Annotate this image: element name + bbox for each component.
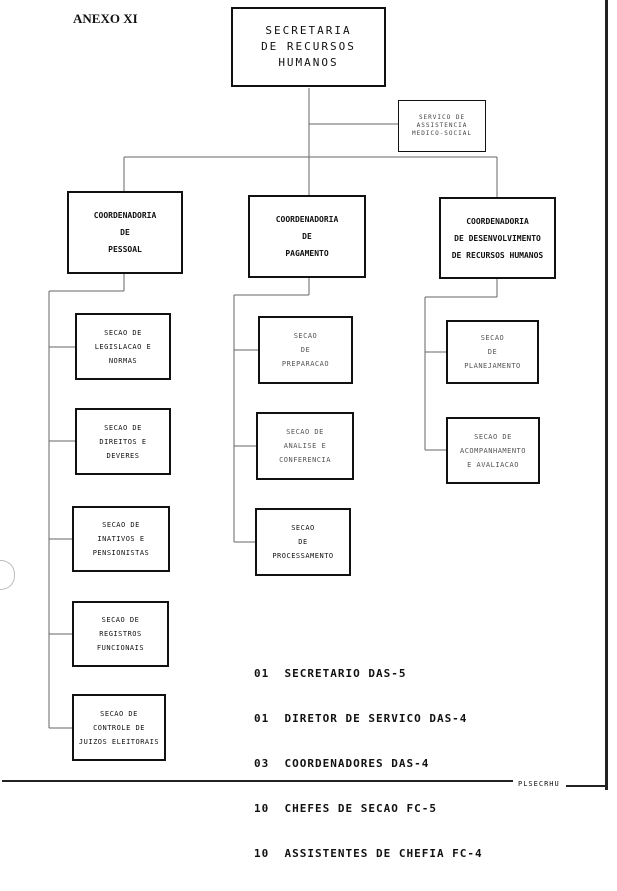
secao-planejamento-box: SECAO DE PLANEJAMENTO	[446, 320, 539, 384]
coordenadoria-pessoal-box: COORDENADORIA DE PESSOAL	[67, 191, 183, 274]
secretaria-line-3: HUMANOS	[278, 56, 339, 69]
coord-pagamento-line-2: DE	[302, 232, 312, 241]
legend-row: 01 SECRETARIO DAS-5	[254, 667, 407, 680]
p3-line-3: PROCESSAMENTO	[272, 552, 334, 560]
scan-hole-mark	[0, 560, 15, 590]
coord-desenv-line-1: COORDENADORIA	[466, 216, 529, 226]
p1-line-2: DE	[300, 346, 311, 354]
servico-line-3: MEDICO-SOCIAL	[412, 130, 472, 137]
coord-pessoal-line-3: PESSOAL	[108, 245, 142, 254]
d2-line-2: ACOMPANHAMENTO	[459, 446, 526, 455]
secretaria-line-1: SECRETARIA	[265, 24, 352, 37]
coord-pessoal-line-2: DE	[120, 228, 130, 237]
p2-line-2: ANALISE E	[283, 442, 327, 450]
s5-line-2: CONTROLE DE	[93, 723, 145, 732]
legend-row: 10 ASSISTENTES DE CHEFIA FC-4	[254, 847, 483, 860]
page: ANEXO XI	[0, 0, 608, 860]
bottom-border-rule	[2, 780, 513, 782]
bottom-border-rule-right	[566, 785, 606, 787]
d1-line-2: DE	[487, 348, 498, 356]
coord-pagamento-line-3: PAGAMENTO	[285, 249, 329, 258]
secretaria-line-2: DE RECURSOS	[261, 40, 356, 53]
coord-pagamento-line-1: COORDENADORIA	[275, 215, 339, 224]
d1-line-1: SECAO	[480, 334, 505, 342]
s4-line-1: SECAO DE	[101, 616, 140, 624]
servico-line-1: SERVICO DE	[418, 114, 466, 121]
s1-line-2: LEGISLACAO E	[94, 342, 152, 351]
p1-line-3: PREPARACAO	[281, 360, 330, 368]
secao-direitos-box: SECAO DE DIREITOS E DEVERES	[75, 408, 171, 475]
secao-registros-box: SECAO DE REGISTROS FUNCIONAIS	[72, 601, 169, 667]
coord-desenv-line-2: DE DESENVOLVIMENTO	[454, 233, 541, 243]
s2-line-3: DEVERES	[106, 451, 140, 460]
p3-line-1: SECAO	[291, 524, 315, 532]
coordenadoria-desenvolvimento-box: COORDENADORIA DE DESENVOLVIMENTO DE RECU…	[439, 197, 556, 279]
coordenadoria-pagamento-box: COORDENADORIA DE PAGAMENTO	[248, 195, 366, 278]
s3-line-2: INATIVOS E	[97, 535, 145, 543]
p1-line-1: SECAO	[293, 332, 318, 340]
s1-line-3: NORMAS	[108, 356, 138, 365]
p3-line-2: DE	[298, 538, 308, 546]
servico-line-2: ASSISTENCIA	[416, 122, 468, 129]
secao-inativos-box: SECAO DE INATIVOS E PENSIONISTAS	[72, 506, 170, 572]
d2-line-1: SECAO DE	[474, 432, 512, 441]
p2-line-3: CONFERENCIA	[279, 456, 331, 464]
p2-line-1: SECAO DE	[286, 428, 324, 436]
footer-code: PLSECRHU	[518, 780, 560, 788]
s4-line-2: REGISTROS	[99, 630, 142, 638]
servico-box: SERVICO DE ASSISTENCIA MEDICO-SOCIAL	[398, 100, 486, 152]
d2-line-3: E AVALIACAO	[467, 460, 519, 469]
annex-label: ANEXO XI	[73, 11, 138, 26]
s2-line-1: SECAO DE	[104, 423, 142, 432]
legend-row: 01 DIRETOR DE SERVICO DAS-4	[254, 712, 468, 725]
secao-acompanhamento-box: SECAO DE ACOMPANHAMENTO E AVALIACAO	[446, 417, 540, 484]
secao-analise-box: SECAO DE ANALISE E CONFERENCIA	[256, 412, 354, 480]
coord-pessoal-line-1: COORDENADORIA	[93, 211, 157, 220]
s4-line-3: FUNCIONAIS	[96, 644, 145, 652]
d1-line-3: PLANEJAMENTO	[464, 362, 521, 370]
s5-line-3: JUIZOS ELEITORAIS	[78, 737, 160, 746]
legend-row: 03 COORDENADORES DAS-4	[254, 757, 430, 770]
s3-line-1: SECAO DE	[102, 521, 140, 529]
secao-legislacao-box: SECAO DE LEGISLACAO E NORMAS	[75, 313, 171, 380]
s2-line-2: DIREITOS E	[99, 437, 147, 446]
secao-processamento-box: SECAO DE PROCESSAMENTO	[255, 508, 351, 576]
s5-line-1: SECAO DE	[100, 709, 138, 718]
staffing-legend: 01 SECRETARIO DAS-5 01 DIRETOR DE SERVIC…	[254, 636, 483, 891]
secretaria-box: SECRETARIA DE RECURSOS HUMANOS	[231, 7, 386, 87]
secao-controle-box: SECAO DE CONTROLE DE JUIZOS ELEITORAIS	[72, 694, 166, 761]
right-border-rule	[605, 0, 608, 790]
s1-line-1: SECAO DE	[104, 328, 142, 337]
coord-desenv-line-3: DE RECURSOS HUMANOS	[451, 250, 544, 260]
secao-preparacao-box: SECAO DE PREPARACAO	[258, 316, 353, 384]
s3-line-3: PENSIONISTAS	[92, 549, 150, 557]
